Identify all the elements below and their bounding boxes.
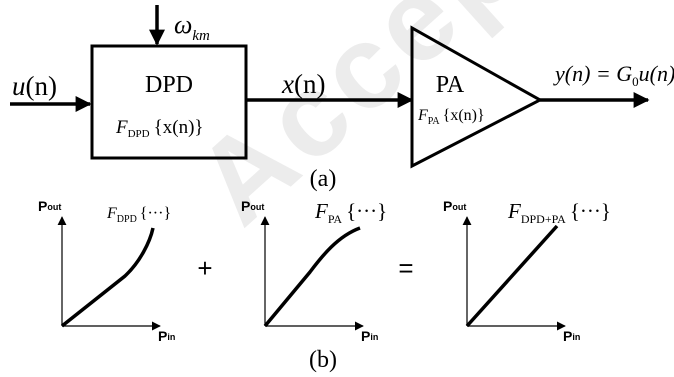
panel-1-dpd-curve: [60, 227, 155, 328]
panel-1-x-label: Pin: [158, 328, 175, 344]
input-label: u(n): [12, 71, 57, 101]
plus-sign: +: [197, 253, 212, 283]
pa-function: FPA{x(n)}: [417, 107, 485, 127]
panel-2-x-label: Pin: [361, 328, 378, 344]
pa-title: PA: [436, 72, 465, 98]
control-label: ωkm: [174, 10, 210, 44]
panel-3-linear-curve: [465, 224, 559, 328]
caption-b: (b): [309, 347, 337, 373]
dpd-title: DPD: [145, 72, 193, 98]
mid-signal-label: x(n): [281, 69, 325, 99]
panel-1-function-label: FDPD{···}: [106, 205, 171, 225]
panel-1-y-label: Pout: [38, 198, 61, 214]
caption-a: (a): [310, 166, 337, 192]
panel-2-pa-curve: [263, 226, 361, 328]
panel-2-function-label: FPA{···}: [314, 199, 387, 226]
pa-block: [410, 25, 544, 169]
curve-panel-combined: Pout Pin FDPD+PA{···}: [443, 198, 611, 344]
curve-panel-dpd: Pout Pin FDPD{···}: [38, 198, 175, 344]
transfer-curves: Pout Pin FDPD{···} + Pout Pin FPA{···} =…: [38, 198, 611, 373]
panel-3-y-label: Pout: [443, 198, 466, 214]
panel-3-x-label: Pin: [563, 328, 580, 344]
block-diagram: u(n) ωkm DPD FDPD{x(n)} x(n) PA FPA{x(n)…: [10, 5, 674, 192]
panel-3-function-label: FDPD+PA{···}: [507, 199, 611, 226]
equals-sign: =: [398, 253, 413, 283]
dpd-function: FDPD{x(n)}: [115, 117, 204, 140]
curve-panel-pa: Pout Pin FPA{···}: [241, 198, 387, 344]
panel-2-y-label: Pout: [241, 198, 264, 214]
dpd-block: [90, 44, 248, 160]
output-label: y(n) = G0u(n): [553, 61, 674, 89]
